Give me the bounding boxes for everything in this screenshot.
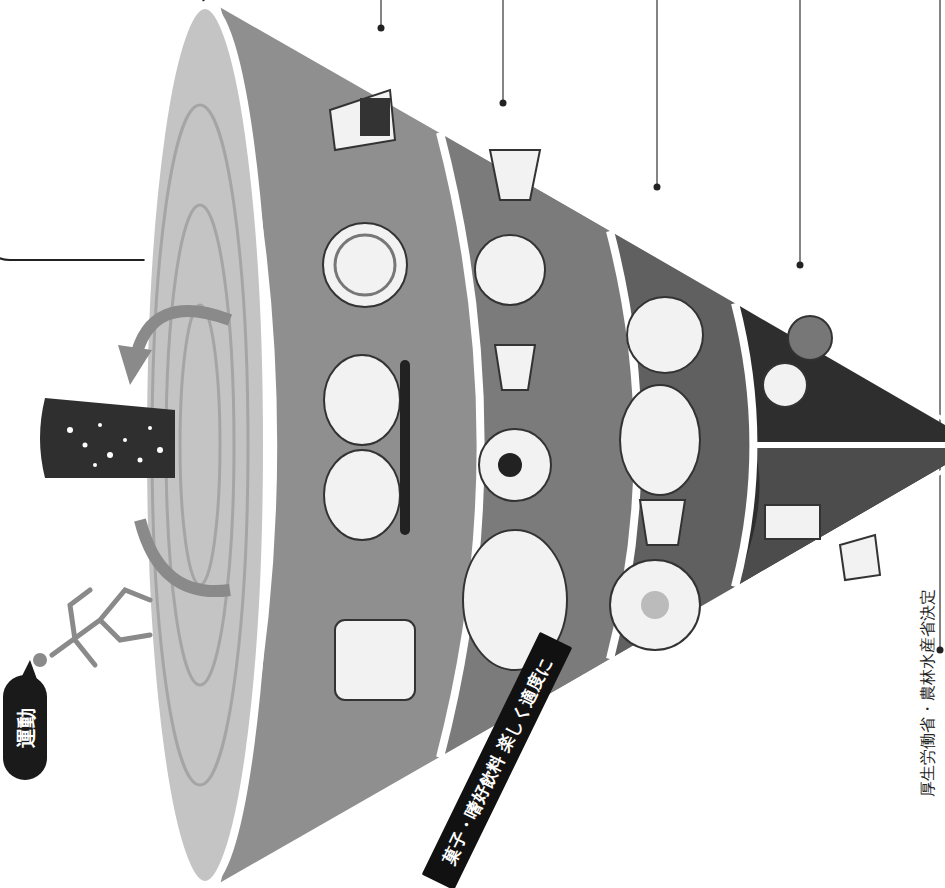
orange [788,316,832,360]
side-dish [490,150,540,200]
main-dish [640,500,685,545]
runner-body [52,590,150,665]
top-outline [220,5,945,885]
credit-note: 厚生労働省・農林水産省決定 [918,588,939,796]
band-separator [735,303,753,586]
axis-dot [123,438,127,442]
fried-egg [610,560,700,650]
egg-yolk [641,591,669,619]
noodle-bowl-rim [335,235,395,295]
axis-dot [107,452,113,458]
apple [763,363,807,407]
noodle-bowl [323,223,407,307]
cheese [840,535,880,580]
speech-bubble: 運動 [3,675,47,780]
main-dish [620,385,700,495]
face-swirl [180,305,220,585]
leader-dot [937,647,944,654]
leader-dot [654,184,661,191]
leader-line [502,0,503,103]
rotation-arrow [140,520,230,591]
leader-line [939,0,940,650]
rice-ball [330,90,395,150]
milk-band [735,445,945,587]
tray [400,360,410,535]
runner-head [33,653,47,667]
band-separator [440,132,481,757]
bread [335,620,415,700]
axis-dot [67,427,73,433]
side-dish [475,235,545,305]
axis-dot [83,443,88,448]
band-separator [753,442,945,448]
milk-glass [765,505,820,539]
face-swirl [166,205,234,685]
guide-band [735,303,945,586]
axis-dot [138,458,143,463]
rice-bowl [324,450,400,540]
arrow-head [118,345,152,385]
side-dish [495,345,535,390]
axis-dot [98,423,102,427]
leader-line [656,0,657,187]
rice-bowl [324,355,400,445]
leader-line [380,0,381,28]
runner-figure [33,590,150,667]
main-dish [627,297,703,373]
text-holder: 運動 [3,675,47,780]
side-dish [479,429,551,501]
bubble-text: 運動 [12,708,39,748]
axis-dot [93,463,97,467]
leader-line [799,0,800,265]
nori [360,98,390,136]
leader-dot [797,262,804,269]
leader-dot [378,25,385,32]
guide-band [610,231,753,659]
axis-dot [148,426,152,430]
mark [498,453,522,477]
leader-dot [500,100,507,107]
axis-dot [157,447,163,453]
top-axis [40,398,175,478]
